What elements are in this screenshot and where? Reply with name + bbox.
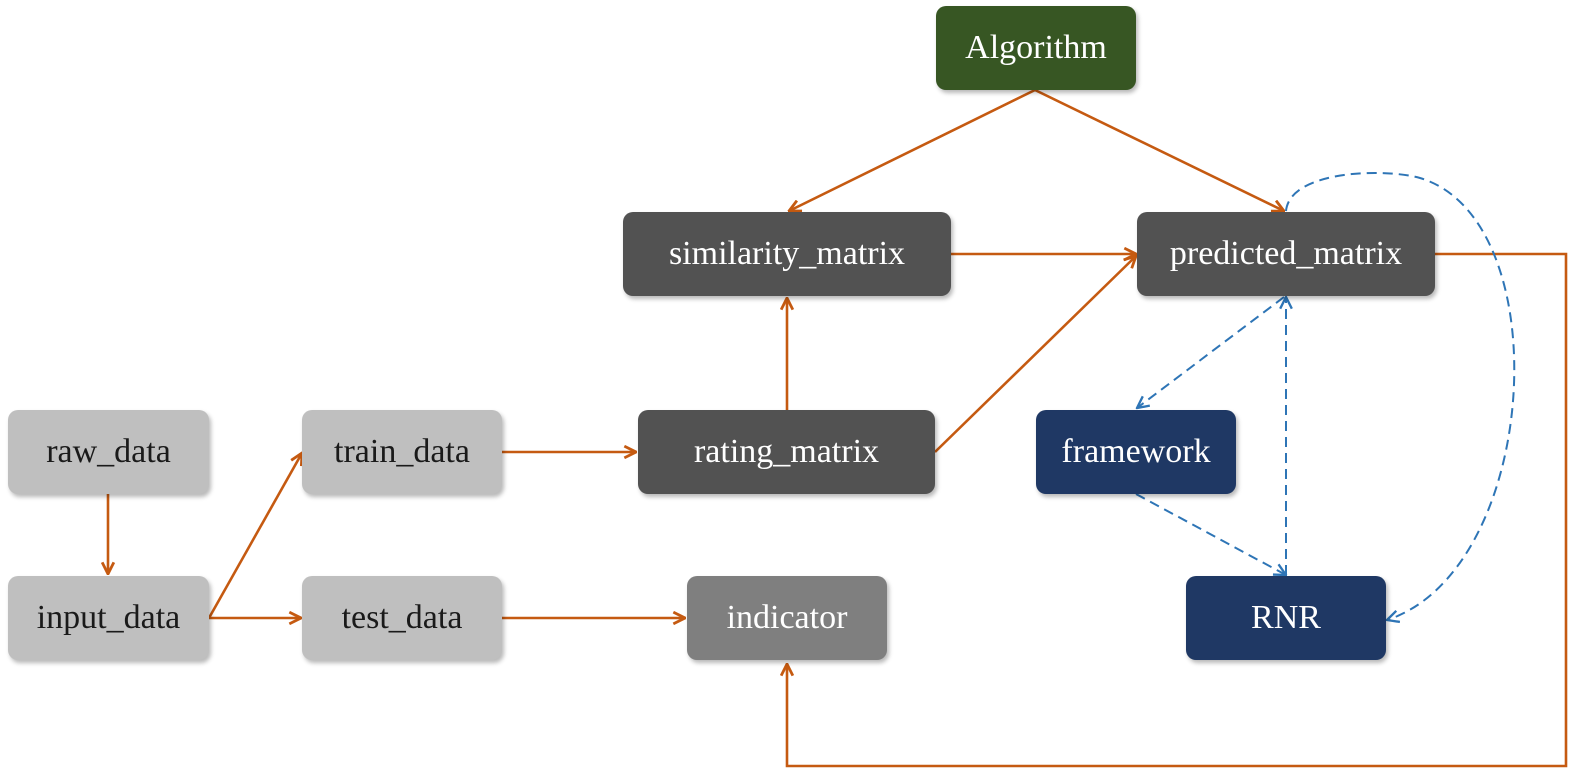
dashed-arrow-predicted-to-rnr-curve — [1285, 171, 1516, 620]
rnr-label: RNR — [1251, 599, 1321, 636]
similarity-matrix-label: similarity_matrix — [668, 235, 906, 272]
arrow-predicted-to-indicator — [787, 252, 1568, 768]
test-data-label: test_data — [341, 599, 463, 636]
indicator-node: indicator — [687, 576, 887, 660]
arrow-rating-to-predicted — [934, 256, 1136, 453]
predicted-matrix-node: predicted_matrix — [1137, 212, 1435, 296]
arrow-algorithm-to-predicted — [1034, 88, 1284, 211]
input-data-node: input_data — [8, 576, 209, 660]
input-data-label: input_data — [36, 599, 181, 636]
rating-matrix-node: rating_matrix — [638, 410, 935, 494]
raw-data-label: raw_data — [46, 433, 171, 470]
framework-node: framework — [1036, 410, 1236, 494]
train-data-label: train_data — [334, 433, 470, 470]
framework-label: framework — [1061, 433, 1211, 470]
dashed-arrow-framework-to-rnr — [1135, 493, 1286, 575]
test-data-node: test_data — [302, 576, 502, 660]
predicted-matrix-label: predicted_matrix — [1169, 235, 1403, 272]
indicator-label: indicator — [726, 599, 848, 636]
rating-matrix-label: rating_matrix — [693, 433, 880, 470]
algorithm-node: Algorithm — [936, 6, 1136, 90]
similarity-matrix-node: similarity_matrix — [623, 212, 951, 296]
raw-data-node: raw_data — [8, 410, 209, 494]
dashed-arrow-predicted-to-framework — [1137, 296, 1285, 408]
algorithm-label: Algorithm — [965, 29, 1107, 66]
rnr-node: RNR — [1186, 576, 1386, 660]
arrow-algorithm-to-similarity — [789, 88, 1036, 211]
arrow-input-to-train — [207, 453, 302, 619]
train-data-node: train_data — [302, 410, 502, 494]
